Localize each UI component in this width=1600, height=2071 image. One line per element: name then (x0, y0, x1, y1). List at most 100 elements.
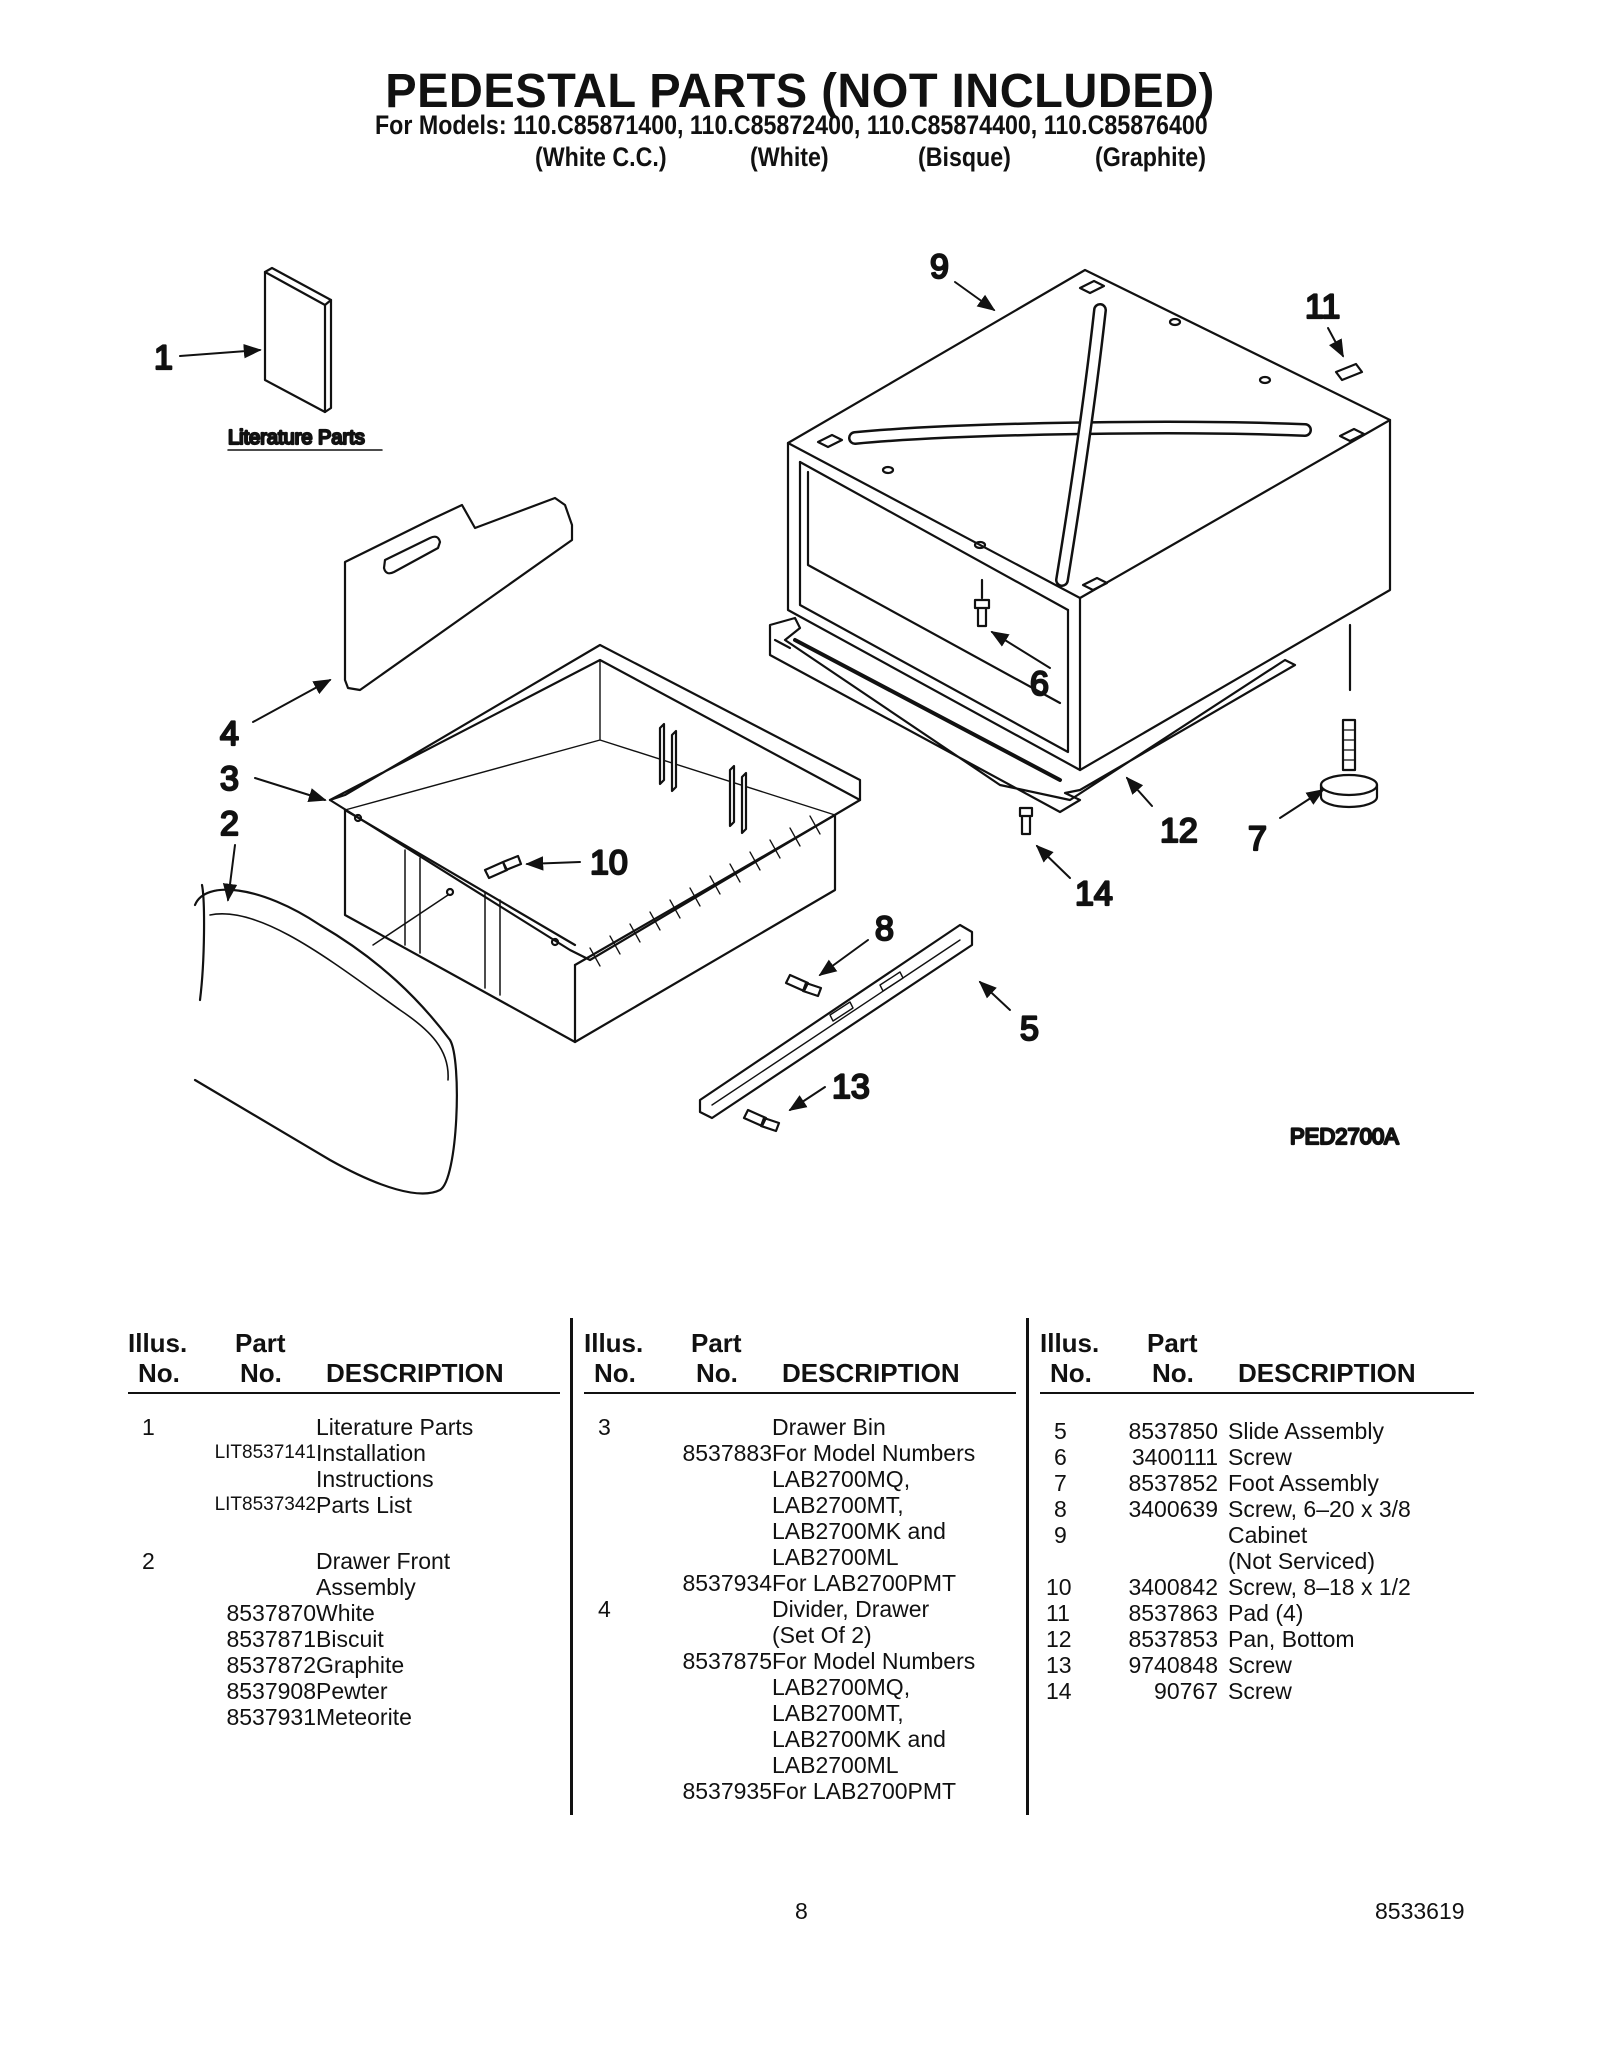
header-part: Part (235, 1328, 286, 1358)
callout-5: 5 (1020, 1010, 1039, 1048)
part-description: White (316, 1600, 375, 1626)
part-number: 8537863 (1128, 1600, 1218, 1626)
column-header: Illus. No. Part No. DESCRIPTION (584, 1318, 1016, 1394)
part-description: Drawer Front (316, 1548, 451, 1574)
variant-graphite: (Graphite) (1095, 142, 1206, 172)
part-description: For LAB2700PMT (772, 1778, 957, 1804)
part-description: Screw (1228, 1678, 1292, 1704)
part-description: (Not Serviced) (1228, 1548, 1375, 1574)
part-number: 8537875 (682, 1648, 772, 1674)
part-description: LAB2700MK and (772, 1518, 946, 1544)
parts-column-3: Illus. No. Part No. DESCRIPTION 5 8537850… (1040, 1318, 1474, 1704)
part-description: Instructions (316, 1466, 434, 1492)
callout-11: 11 (1305, 288, 1340, 326)
slide-assembly (698, 923, 974, 1120)
callout-6: 6 (1030, 665, 1049, 703)
part-description: Literature Parts (316, 1414, 474, 1440)
part-description: Foot Assembly (1228, 1470, 1379, 1496)
part-description: For Model Numbers (772, 1440, 976, 1466)
drawer-front (193, 883, 458, 1195)
literature-parts-label: Literature Parts (228, 427, 365, 449)
foot-assembly (1319, 718, 1379, 809)
part-description: LAB2700MQ, (772, 1674, 911, 1700)
part-number: 8537908 (226, 1678, 316, 1704)
part-description: Screw (1228, 1652, 1292, 1678)
illus-number: 10 (1046, 1574, 1072, 1600)
part-number: 8537934 (682, 1570, 772, 1596)
header-illus-no: No. (138, 1358, 180, 1388)
part-description: LAB2700MT, (772, 1700, 904, 1726)
variant-bisque: (Bisque) (918, 142, 1011, 172)
header-description: DESCRIPTION (782, 1358, 960, 1388)
part-description: Parts List (316, 1492, 412, 1518)
part-description: Slide Assembly (1228, 1418, 1384, 1444)
model-list: For Models: 110.C85871400, 110.C85872400… (375, 110, 1208, 140)
callout-3: 3 (220, 760, 239, 798)
part-description: Screw (1228, 1444, 1292, 1470)
part-description: LAB2700ML (772, 1752, 899, 1778)
part-number: LIT8537141 (214, 1442, 316, 1463)
part-number: 8537852 (1128, 1470, 1218, 1496)
part-description: Screw, 6–20 x 3/8 (1228, 1496, 1411, 1522)
column-divider (570, 1318, 573, 1815)
part-description: LAB2700MT, (772, 1492, 904, 1518)
part-description: Pewter (316, 1678, 388, 1704)
callout-13: 13 (832, 1068, 870, 1106)
part-description: LAB2700MQ, (772, 1466, 911, 1492)
part-description: Installation (316, 1440, 426, 1466)
part-number: 8537853 (1128, 1626, 1218, 1652)
illus-number: 5 (1054, 1418, 1067, 1444)
illus-number: 1 (142, 1414, 155, 1440)
part-description: Assembly (316, 1574, 416, 1600)
header-illus-no: No. (594, 1358, 636, 1388)
header-description: DESCRIPTION (1238, 1358, 1416, 1388)
screw-6 (973, 578, 991, 628)
part-number: 8537931 (226, 1704, 316, 1730)
column-divider (1026, 1318, 1029, 1815)
part-description: LAB2700MK and (772, 1726, 946, 1752)
callout-9: 9 (930, 248, 949, 286)
part-description: Pan, Bottom (1228, 1626, 1355, 1652)
part-description: (Set Of 2) (772, 1622, 872, 1648)
part-description: For Model Numbers (772, 1648, 976, 1674)
callout-4: 4 (220, 715, 239, 753)
part-number: 90767 (1154, 1678, 1218, 1704)
illus-number: 9 (1054, 1522, 1067, 1548)
exploded-parts-diagram: Literature Parts (153, 247, 1400, 1195)
drawer-bin (328, 643, 862, 1044)
column-header: Illus. No. Part No. DESCRIPTION (1040, 1318, 1474, 1394)
callout-12: 12 (1160, 812, 1198, 850)
part-number: 3400639 (1128, 1496, 1218, 1522)
page-number: 8 (795, 1898, 808, 1924)
header-illus: Illus. (1040, 1328, 1100, 1358)
part-description: Biscuit (316, 1626, 384, 1652)
callout-14: 14 (1075, 875, 1113, 913)
part-number: 9740848 (1128, 1652, 1218, 1678)
illus-number: 6 (1054, 1444, 1067, 1470)
part-description: Screw, 8–18 x 1/2 (1228, 1574, 1411, 1600)
screw-10 (483, 854, 523, 880)
header-part-no: No. (240, 1358, 282, 1388)
header-part-no: No. (696, 1358, 738, 1388)
screw-8 (784, 973, 823, 998)
header-illus-no: No. (1050, 1358, 1092, 1388)
part-number: 8537872 (226, 1652, 316, 1678)
header-illus: Illus. (584, 1328, 644, 1358)
drawer-divider (343, 496, 574, 692)
variant-white: (White) (750, 142, 829, 172)
bottom-pan (768, 616, 1297, 814)
header-illus: Illus. (128, 1328, 188, 1358)
callout-7: 7 (1248, 820, 1267, 858)
part-description: Divider, Drawer (772, 1596, 930, 1622)
illus-number: 8 (1054, 1496, 1067, 1522)
illus-number: 14 (1046, 1678, 1072, 1704)
literature-parts-booklet (263, 266, 333, 414)
part-number: 3400111 (1131, 1444, 1218, 1470)
part-number: 8537871 (226, 1626, 316, 1652)
part-description: LAB2700ML (772, 1544, 899, 1570)
part-number: 3400842 (1128, 1574, 1218, 1600)
part-number: 8537850 (1128, 1418, 1218, 1444)
callout-8: 8 (875, 910, 894, 948)
part-description: For LAB2700PMT (772, 1570, 957, 1596)
